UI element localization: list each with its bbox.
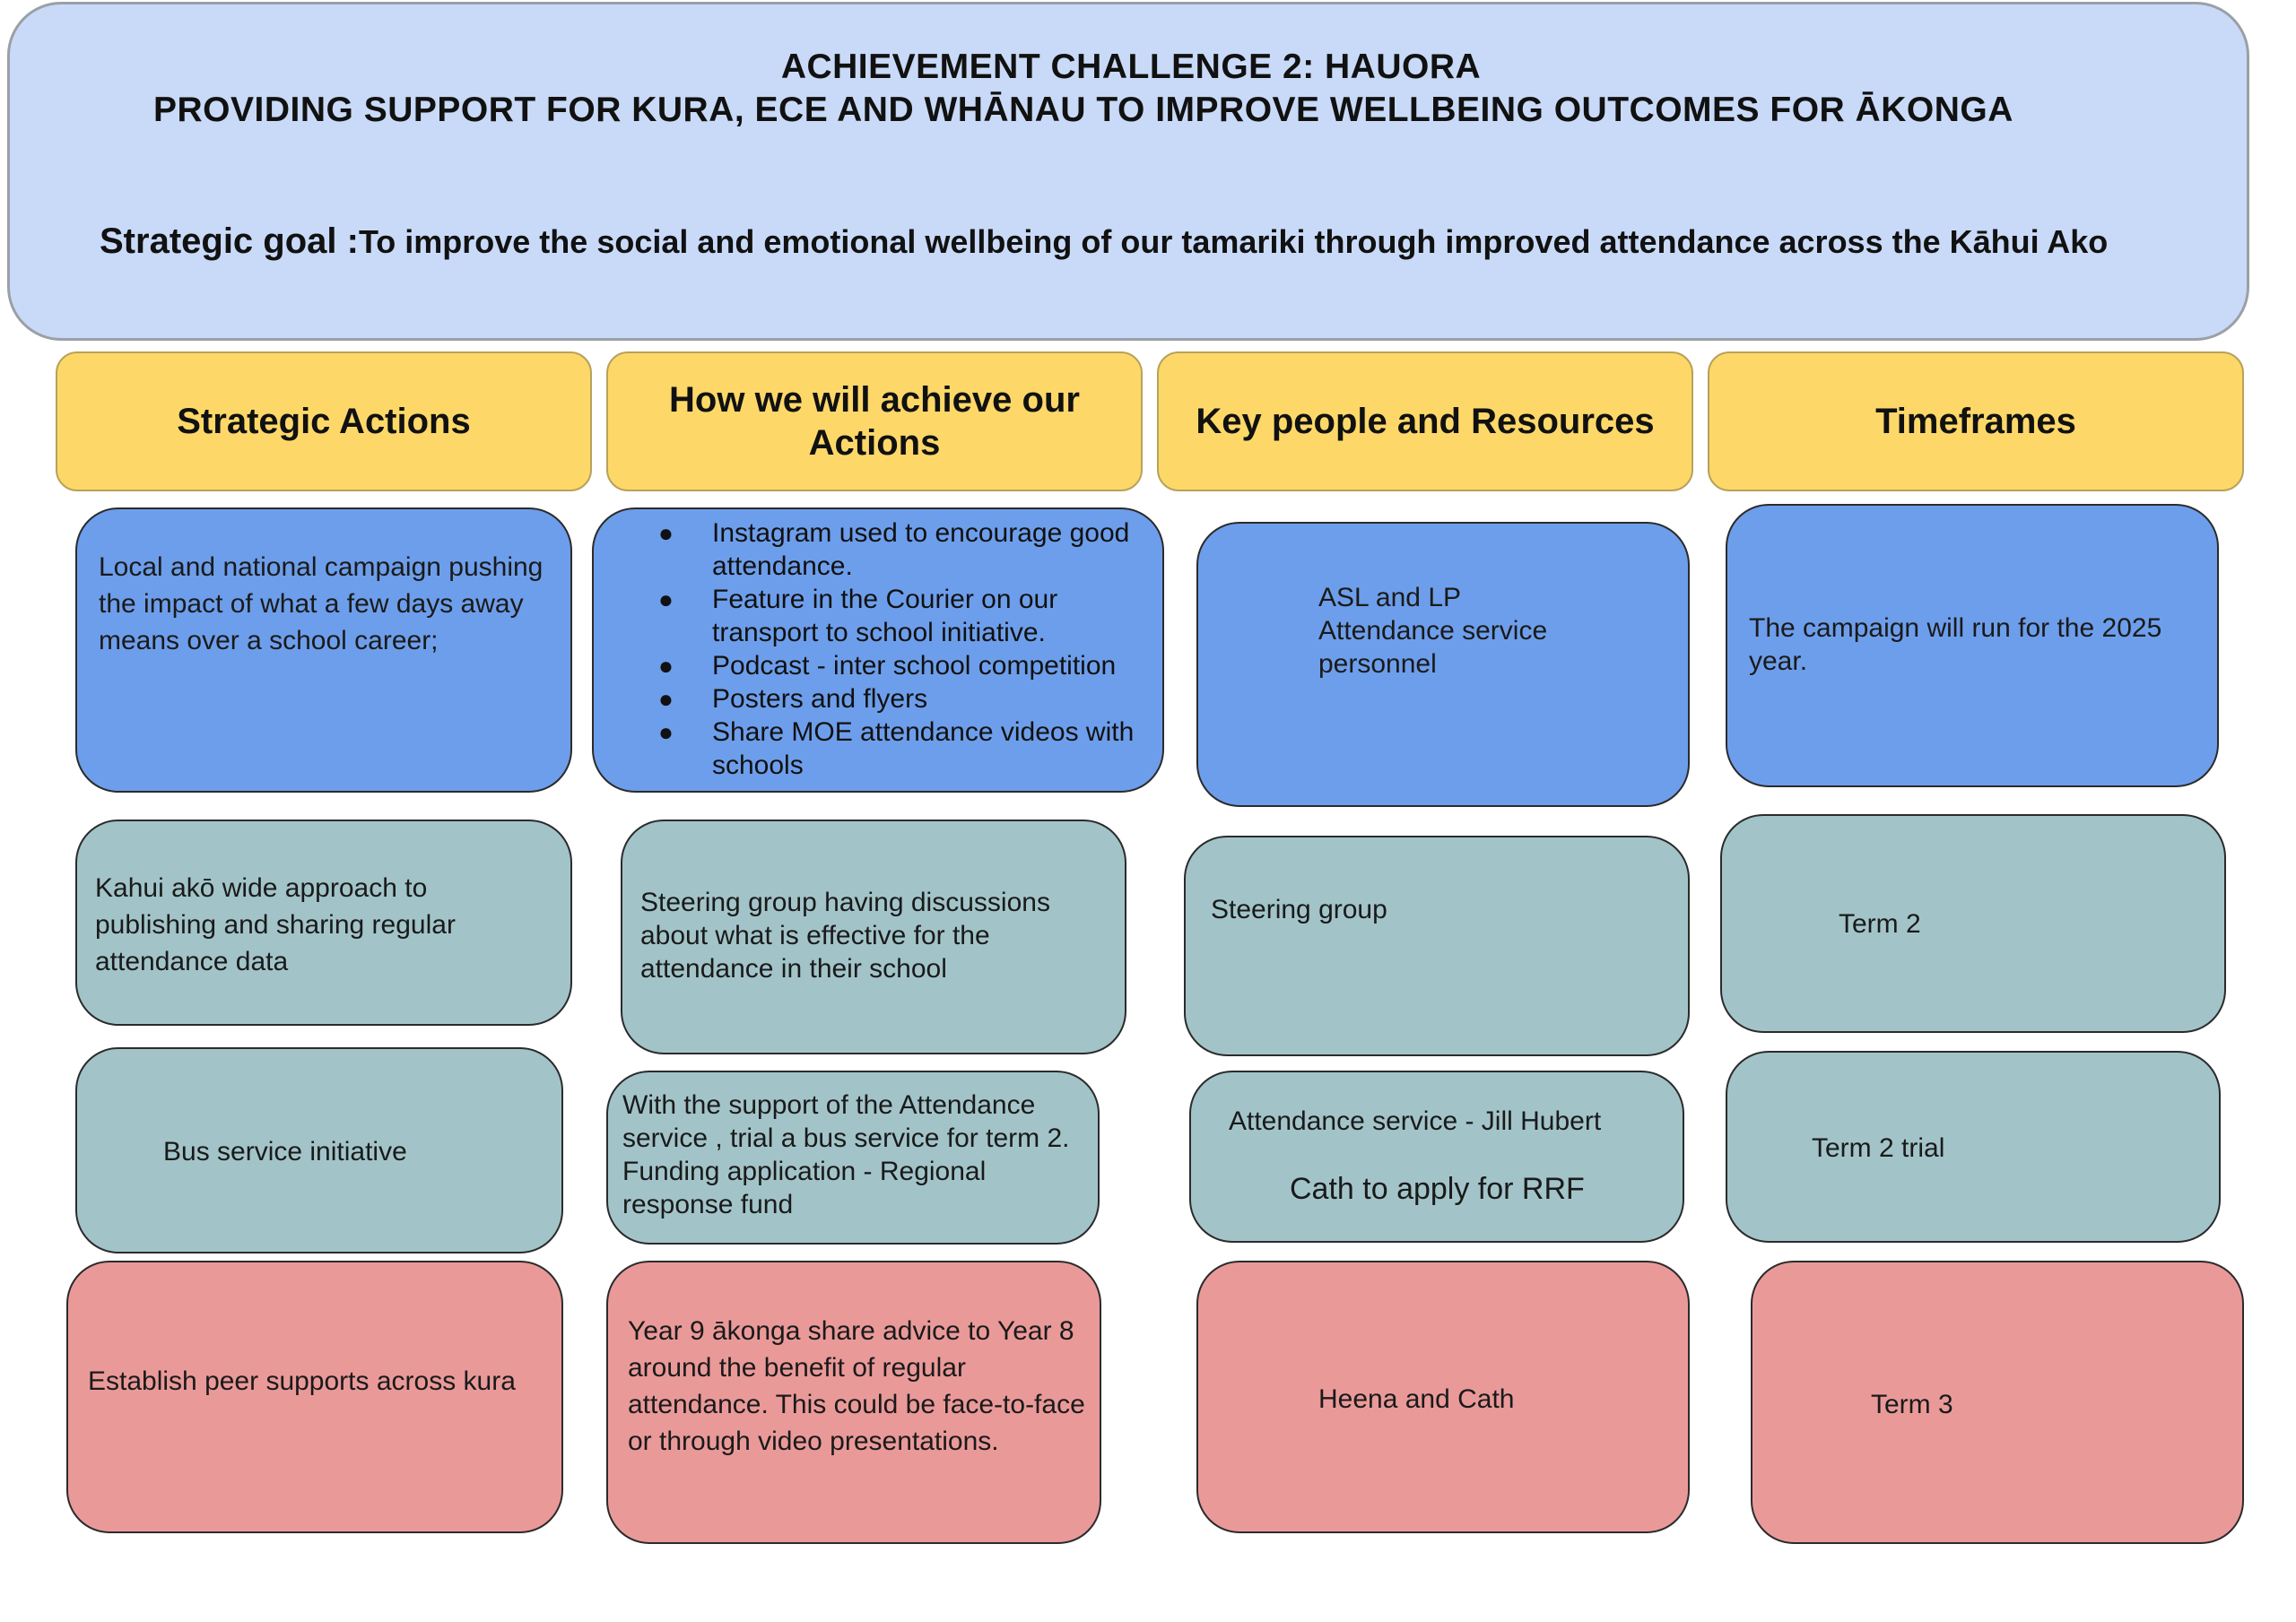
row4-people-box: Heena and Cath xyxy=(1196,1261,1690,1533)
column-header-label: Timeframes xyxy=(1875,402,2076,441)
row2-people-box: Steering group xyxy=(1184,836,1690,1056)
row2-how-text: Steering group having discussions about … xyxy=(640,888,1050,984)
column-header-how: How we will achieve our Actions xyxy=(606,351,1143,491)
row4-time-box: Term 3 xyxy=(1751,1261,2244,1544)
column-header-strategic-actions: Strategic Actions xyxy=(56,351,592,491)
row4-time-text: Term 3 xyxy=(1871,1390,1953,1419)
challenge-subtitle: PROVIDING SUPPORT FOR KURA, ECE AND WHĀN… xyxy=(153,91,2013,129)
column-header-label: How we will achieve our Actions xyxy=(669,380,1080,463)
bullet-icon: ● xyxy=(658,652,674,680)
challenge-title: ACHIEVEMENT CHALLENGE 2: HAUORA xyxy=(780,48,1482,86)
row3-people-line2: Cath to apply for RRF xyxy=(1290,1172,1585,1206)
row1-time-text: The campaign will run for the 2025 year. xyxy=(1749,613,2162,676)
list-item-text: Posters and flyers xyxy=(712,684,928,714)
row1-people-line1: ASL and LP xyxy=(1318,583,1462,612)
row1-action-text: Local and national campaign pushing the … xyxy=(99,552,544,655)
strategic-goal: Strategic goal :To improve the social an… xyxy=(100,221,2108,262)
header-banner: ACHIEVEMENT CHALLENGE 2: HAUORA PROVIDIN… xyxy=(7,2,2249,341)
row3-people-line1: Attendance service - Jill Hubert xyxy=(1229,1106,1602,1136)
column-header-timeframes: Timeframes xyxy=(1708,351,2244,491)
row4-action-text: Establish peer supports across kura xyxy=(88,1366,516,1396)
row2-time-text: Term 2 xyxy=(1839,909,1921,939)
list-item: ● Posters and flyers xyxy=(658,682,1152,716)
row2-how-box: Steering group having discussions about … xyxy=(621,820,1126,1054)
row1-time-box: The campaign will run for the 2025 year. xyxy=(1726,504,2219,787)
row3-action-box: Bus service initiative xyxy=(75,1047,563,1253)
row2-time-box: Term 2 xyxy=(1720,814,2226,1033)
list-item: ● Instagram used to encourage good attend… xyxy=(658,516,1152,583)
bullet-icon: ● xyxy=(658,585,674,613)
list-item-text: Share MOE attendance videos with schools xyxy=(712,717,1135,780)
row3-time-box: Term 2 trial xyxy=(1726,1051,2221,1243)
row4-how-text: Year 9 ākonga share advice to Year 8 aro… xyxy=(628,1316,1085,1456)
row4-action-box: Establish peer supports across kura xyxy=(66,1261,563,1533)
list-item-text: Instagram used to encourage good attenda… xyxy=(712,518,1130,581)
strategic-goal-text: To improve the social and emotional well… xyxy=(358,223,2109,260)
list-item: ● Feature in the Courier on our transport… xyxy=(658,583,1152,649)
row2-action-text: Kahui akō wide approach to publishing an… xyxy=(95,873,456,976)
list-item: ● Podcast - inter school competition xyxy=(658,649,1152,682)
column-header-key-people: Key people and Resources xyxy=(1157,351,1693,491)
row1-people-box: ASL and LP Attendance service personnel xyxy=(1196,522,1690,807)
row4-how-box: Year 9 ākonga share advice to Year 8 aro… xyxy=(606,1261,1101,1544)
row1-action-box: Local and national campaign pushing the … xyxy=(75,507,572,793)
row2-people-text: Steering group xyxy=(1211,895,1387,924)
bullet-icon: ● xyxy=(658,685,674,713)
list-item-text: Feature in the Courier on our transport … xyxy=(712,585,1058,647)
row3-time-text: Term 2 trial xyxy=(1812,1133,1945,1163)
list-item-text: Podcast - inter school competition xyxy=(712,651,1117,681)
row3-how-text: With the support of the Attendance servi… xyxy=(622,1090,1070,1219)
bullet-icon: ● xyxy=(658,519,674,547)
row4-people-text: Heena and Cath xyxy=(1318,1384,1515,1414)
strategic-goal-label: Strategic goal : xyxy=(100,221,359,261)
row1-people-line2: Attendance service personnel xyxy=(1318,616,1548,679)
list-item: ● Share MOE attendance videos with school… xyxy=(658,716,1152,782)
row3-action-text: Bus service initiative xyxy=(163,1137,407,1167)
column-header-label: Key people and Resources xyxy=(1196,402,1655,441)
row2-action-box: Kahui akō wide approach to publishing an… xyxy=(75,820,572,1026)
bullet-icon: ● xyxy=(658,718,674,746)
row3-people-box: Attendance service - Jill Hubert Cath to… xyxy=(1189,1071,1684,1243)
row1-how-box: ● Instagram used to encourage good attend… xyxy=(592,507,1164,793)
row1-how-list: ● Instagram used to encourage good attend… xyxy=(658,516,1152,782)
row3-how-box: With the support of the Attendance servi… xyxy=(606,1071,1100,1245)
column-header-label: Strategic Actions xyxy=(177,402,471,441)
